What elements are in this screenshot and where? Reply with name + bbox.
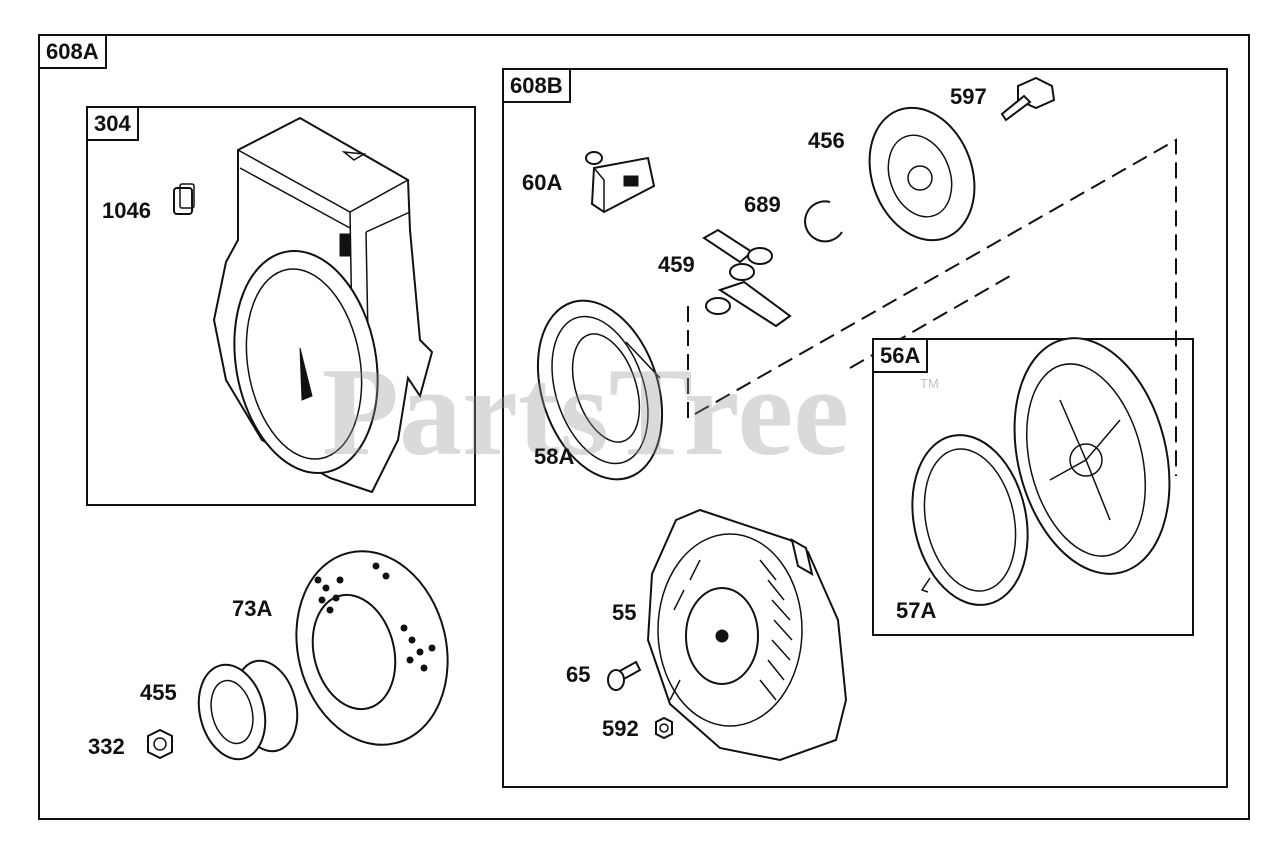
callout-57A[interactable]: 57A [896, 598, 937, 623]
callout-459[interactable]: 459 [658, 252, 695, 277]
callout-65[interactable]: 65 [566, 662, 591, 687]
group-608A-frame [38, 34, 1250, 820]
group-56A-frame [872, 338, 1194, 636]
nut-592-icon [655, 716, 673, 740]
ring-icon [804, 200, 843, 243]
screen-icon [295, 550, 449, 746]
clip-icon [173, 183, 195, 215]
spring-icon [536, 299, 664, 481]
starter-housing-icon [646, 508, 848, 762]
screw-icon [607, 660, 642, 691]
connector-dashed-line [687, 138, 1177, 476]
watermark-trademark: TM [920, 376, 939, 391]
group-304-frame [86, 106, 476, 506]
callout-456[interactable]: 456 [808, 128, 845, 153]
rewind-spring-icon [911, 434, 1029, 606]
group-608B-frame [502, 68, 1228, 788]
group-tag-608B: 608B [502, 68, 571, 103]
callout-592[interactable]: 592 [602, 716, 639, 741]
callout-60A[interactable]: 60A [522, 170, 563, 195]
callout-73A[interactable]: 73A [232, 596, 273, 621]
callout-58A[interactable]: 58A [534, 444, 575, 469]
callout-455[interactable]: 455 [140, 680, 177, 705]
blower-housing-icon [212, 116, 434, 494]
dogs-icon [702, 228, 792, 328]
callout-689[interactable]: 689 [744, 192, 781, 217]
handle-icon [585, 151, 656, 214]
retainer-icon [868, 106, 976, 242]
group-tag-608A: 608A [38, 34, 107, 69]
pulley-icon [1013, 337, 1171, 575]
starter-cup-icon [197, 659, 299, 761]
bolt-icon [1000, 76, 1056, 122]
callout-55[interactable]: 55 [612, 600, 637, 625]
callout-332[interactable]: 332 [88, 734, 125, 759]
nut-332-icon [147, 728, 173, 760]
group-tag-56A: 56A [872, 338, 929, 373]
group-tag-304: 304 [86, 106, 139, 141]
callout-597[interactable]: 597 [950, 84, 987, 109]
callout-1046[interactable]: 1046 [102, 198, 151, 223]
